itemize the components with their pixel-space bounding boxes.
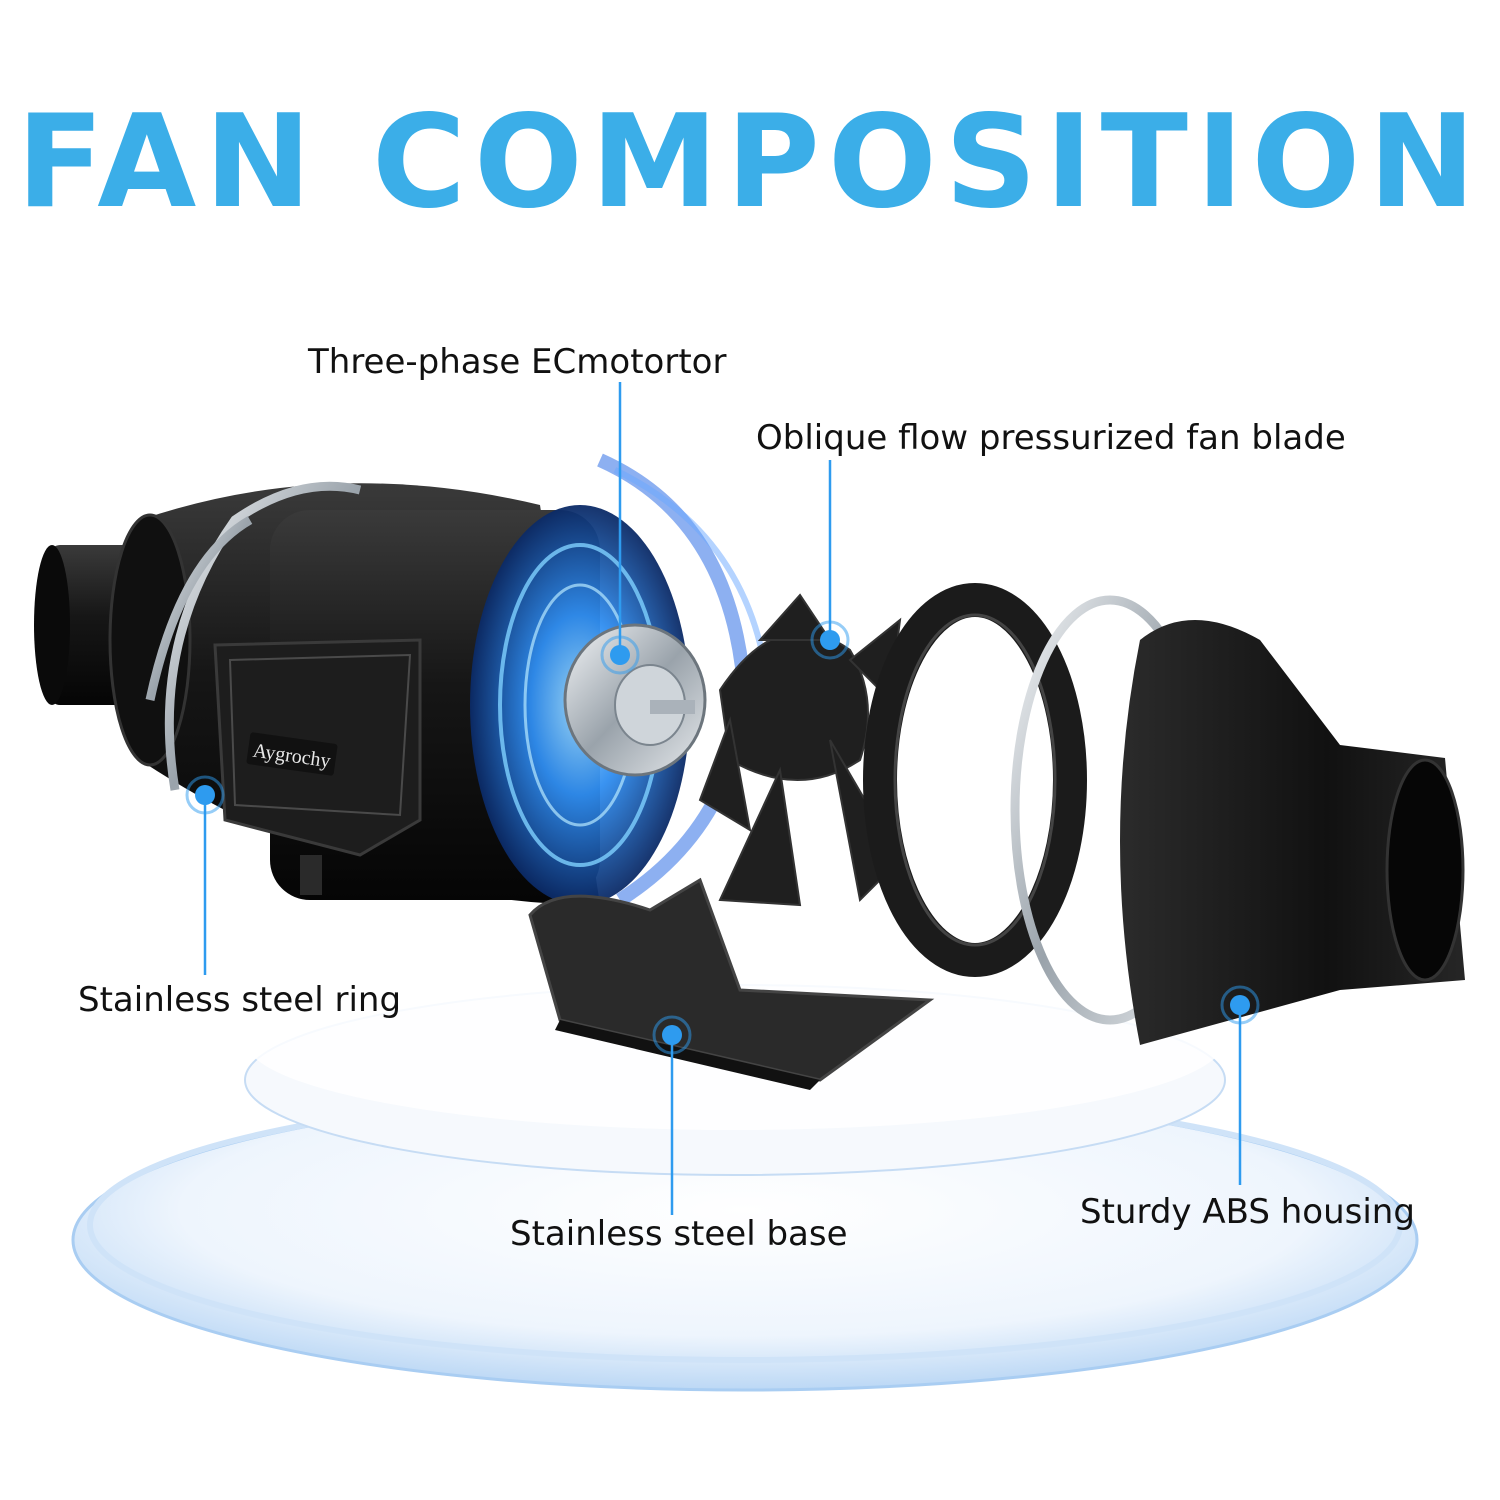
fan-blade (698, 593, 902, 907)
front-flange-ring (863, 583, 1087, 977)
callout-dots (185, 620, 1260, 1055)
page-title: FAN COMPOSITION (16, 88, 1484, 237)
label-housing: Sturdy ABS housing (1080, 1192, 1415, 1232)
mounting-base (528, 877, 935, 1090)
display-platform (71, 950, 1419, 1392)
ec-motor (470, 453, 773, 906)
label-base: Stainless steel base (510, 1214, 848, 1254)
abs-housing (1120, 620, 1465, 1045)
stainless-ring-left (145, 481, 362, 791)
label-blade: Oblique flow pressurized fan blade (756, 418, 1346, 458)
label-ring: Stainless steel ring (78, 980, 402, 1020)
callout-lines (203, 382, 1242, 1215)
label-motor: Three-phase ECmotortor (308, 342, 727, 382)
